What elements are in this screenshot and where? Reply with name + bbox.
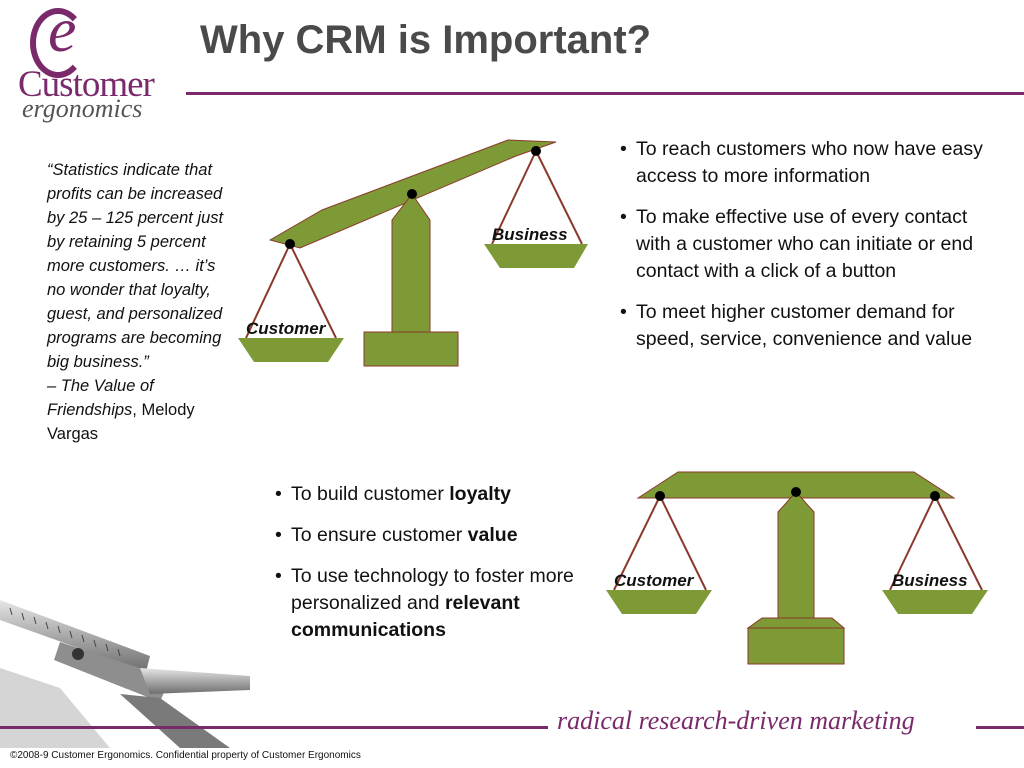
bullet-item: To meet higher customer demand for speed… [620,299,1000,353]
bullet-emphasis: relevant communications [291,592,520,641]
footer-divider [0,726,548,729]
center-pivot [407,189,417,199]
logo-wordmark-ergonomics: ergonomics [22,94,143,123]
bullet-text: To build customer [291,483,450,505]
brand-tagline: radical research-driven marketing [557,706,915,735]
company-logo: e Customer ergonomics [14,0,190,124]
bullet-item: To build customer loyalty [275,481,595,508]
quote-text: “Statistics indicate that profits can be… [47,161,224,371]
right-pan-label: Business [492,225,568,244]
right-pan-label: Business [892,571,968,590]
bullet-item: To ensure customer value [275,522,595,549]
right-pan-string [889,495,936,591]
right-pivot [531,146,541,156]
logo-e-mark: e [48,0,77,65]
quote-attribution-author: , Melody Vargas [47,401,195,443]
tipped-scale-graphic: Customer Business [238,139,588,367]
center-pivot [791,487,801,497]
logo-wordmark-customer: Customer [18,64,155,105]
bullet-emphasis: loyalty [449,483,512,505]
left-pan-string [245,243,291,339]
left-pan [606,590,712,614]
scale-post [391,193,431,333]
slide-title: Why CRM is Important? [200,18,652,62]
scale-base-top [746,617,846,629]
header-divider [186,92,1024,95]
quote-attribution-prefix: – [47,377,61,395]
middle-bullet-list: To build customer loyalty To ensure cust… [275,481,595,658]
quote-block: “Statistics indicate that profits can be… [47,158,233,446]
right-bullet-list: To reach customers who now have easy acc… [620,136,1000,367]
scale-post [777,491,815,629]
right-pan [484,244,588,268]
left-pivot [655,491,665,501]
left-pivot [285,239,295,249]
right-pivot [930,491,940,501]
footer-divider-right [976,726,1024,729]
right-pan [882,590,988,614]
quote-attribution-title: The Value of Friendships [47,377,154,419]
balanced-scale-graphic: Customer Business [606,471,988,665]
bullet-text: To use technology to foster more persona… [291,565,574,614]
left-pan-string [289,243,337,339]
scale-beam [636,471,956,499]
scale-base [747,627,845,665]
right-pan-string [535,150,583,245]
copyright-footer: ©2008-9 Customer Ergonomics. Confidentia… [10,750,361,761]
logo-c-mark [30,8,86,78]
bullet-item: To make effective use of every contact w… [620,204,1000,285]
bullet-item: To reach customers who now have easy acc… [620,136,1000,190]
right-pan-string [491,150,537,245]
left-pan-string [613,495,661,591]
left-pan-string [659,495,707,591]
bullet-emphasis: value [467,524,518,546]
left-pan [238,338,344,362]
left-pan-label: Customer [246,319,327,338]
bullet-text: To ensure customer [291,524,468,546]
scale-base [363,331,459,367]
bullet-item: To use technology to foster more persona… [275,563,595,644]
left-pan-label: Customer [614,571,695,590]
right-pan-string [934,495,983,591]
